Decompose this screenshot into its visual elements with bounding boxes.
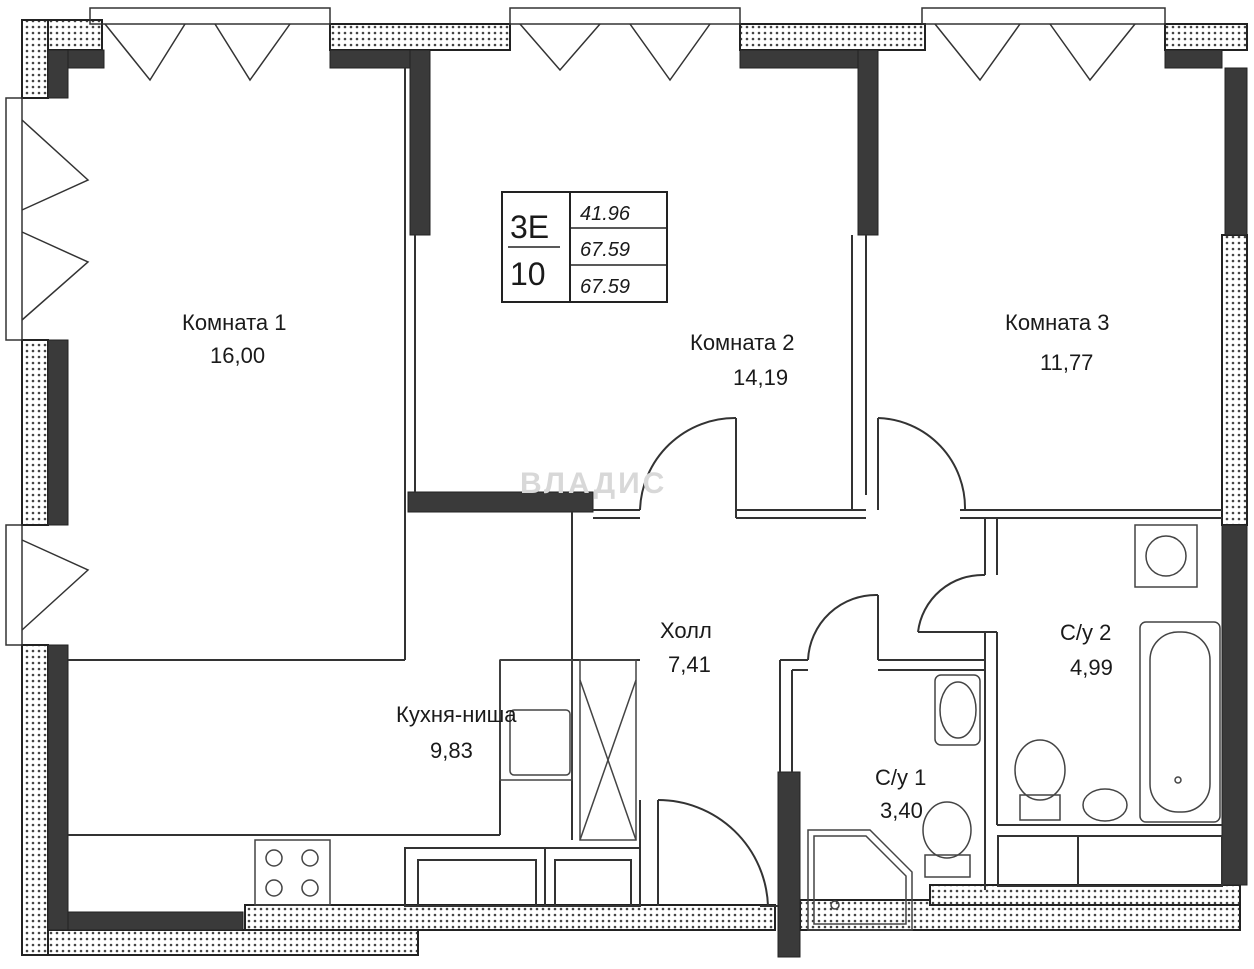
bathroom-2-label: С/у 2 [1060, 620, 1111, 645]
room-1-label: Комната 1 [182, 310, 287, 335]
toilet-2 [1014, 739, 1066, 801]
toilet-bowl [922, 801, 972, 859]
bathroom-2-area: 4,99 [1070, 655, 1113, 680]
ventilation-shaft [579, 659, 637, 841]
room-labels: Комната 1 16,00 Комната 2 14,19 Комната … [182, 310, 1113, 823]
washbasin-2 [1082, 788, 1128, 822]
fixtures [254, 524, 1221, 931]
hall-label: Холл [660, 618, 712, 643]
kitchen-area: 9,83 [430, 738, 473, 763]
doors [639, 416, 986, 907]
structural-walls [47, 49, 1248, 958]
shower-tray [807, 829, 913, 931]
plan-area-living: 41.96 [580, 203, 631, 225]
watermark: ВЛАДИС [520, 467, 667, 500]
room-3-label: Комната 3 [1005, 310, 1110, 335]
bathtub [1139, 621, 1221, 823]
bathroom-1-area: 3,40 [880, 798, 923, 823]
outer-walls [21, 19, 1248, 956]
plan-code-box: 3E 10 41.96 67.59 67.59 [501, 191, 668, 303]
kitchen-label: Кухня-ниша [396, 702, 517, 727]
hall-area: 7,41 [668, 652, 711, 677]
plan-area-total: 67.59 [580, 239, 630, 261]
windows [5, 7, 1166, 646]
plan-floor: 10 [510, 256, 546, 292]
room-2-label: Комната 2 [690, 330, 795, 355]
toilet-tank [924, 854, 971, 878]
kitchen-sink [509, 709, 571, 776]
bathroom-1-label: С/у 1 [875, 765, 926, 790]
plan-area-total-balcony: 67.59 [580, 276, 630, 298]
washbasin-1 [934, 674, 981, 746]
washing-machine [1134, 524, 1198, 588]
room-1-area: 16,00 [210, 343, 265, 368]
room-2-area: 14,19 [733, 365, 788, 390]
plan-code: 3E [510, 209, 549, 245]
stove [254, 839, 331, 906]
kitchen-cabinet [499, 659, 573, 781]
room-3-area: 11,77 [1040, 350, 1093, 375]
